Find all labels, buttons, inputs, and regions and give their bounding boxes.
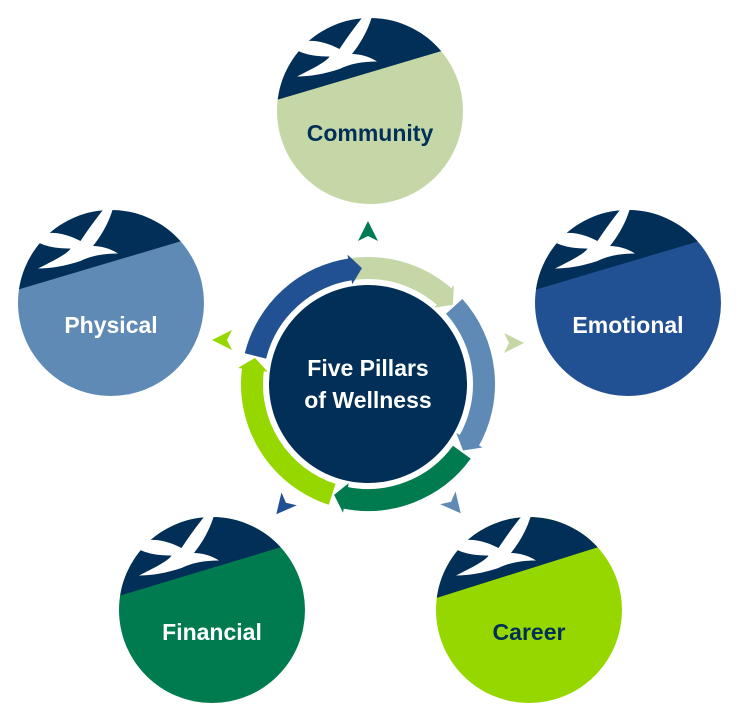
triangle-arrow-icon xyxy=(504,333,524,353)
pillar-emotional: Emotional xyxy=(535,196,721,396)
financial-label: Financial xyxy=(162,619,262,645)
triangle-arrow-icon xyxy=(358,221,378,241)
pillar-financial: Financial xyxy=(119,503,305,703)
cycle-ring xyxy=(237,254,495,513)
triangle-arrow-icon xyxy=(440,491,461,514)
center-circle: Five Pillars of Wellness xyxy=(269,285,467,483)
ring-arrowhead xyxy=(456,432,483,451)
community-label: Community xyxy=(307,120,434,146)
career-label: Career xyxy=(493,619,566,645)
financial-ring-segment xyxy=(241,366,336,505)
emotional-label: Emotional xyxy=(572,312,683,338)
career-ring-segment xyxy=(341,445,471,511)
center-title-line1: Five Pillars xyxy=(307,355,428,381)
pillar-career: Career xyxy=(436,503,622,703)
ring-arrowhead xyxy=(347,254,362,285)
physical-ring-segment xyxy=(244,258,354,359)
emotional-ring-segment xyxy=(445,299,495,448)
triangle-arrow-icon xyxy=(212,330,232,350)
pillar-physical: Physical xyxy=(18,196,204,396)
ring-arrowhead xyxy=(434,285,454,308)
physical-label: Physical xyxy=(64,312,157,338)
center-title-line2: of Wellness xyxy=(304,387,431,413)
direction-arrows xyxy=(212,221,524,515)
ring-arrowhead xyxy=(237,357,268,372)
pillar-community: Community xyxy=(277,4,463,204)
triangle-arrow-icon xyxy=(276,492,297,515)
ring-arrowhead xyxy=(334,483,349,513)
